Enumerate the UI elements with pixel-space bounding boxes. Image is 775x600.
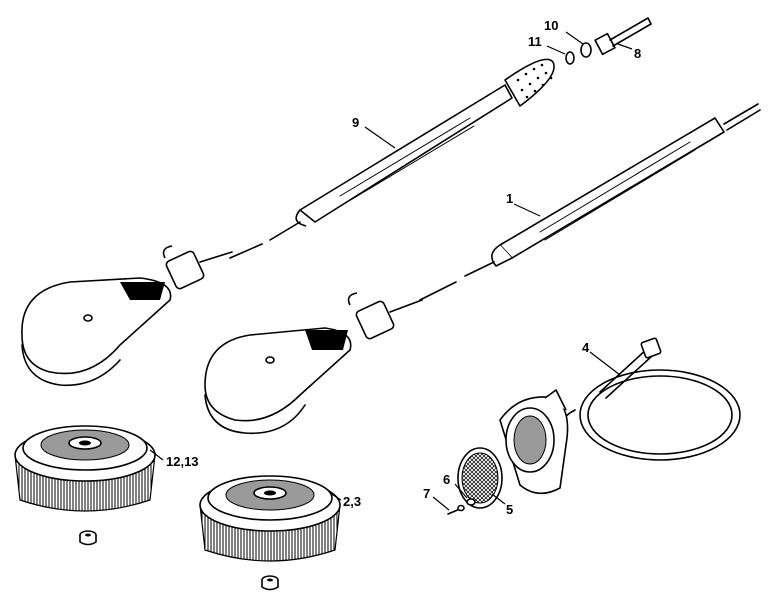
callout-7: 7 (423, 486, 430, 501)
callout-4: 4 (582, 340, 590, 355)
callout-8: 8 (634, 46, 641, 61)
nut-center (261, 575, 279, 591)
screw-part-7 (447, 504, 465, 515)
grip-dots (516, 63, 553, 99)
washer-part-11 (565, 51, 575, 65)
brush-part-12-13 (14, 425, 156, 512)
oring-part-10 (580, 42, 592, 58)
brush-part-2-3 (199, 475, 341, 562)
brush-head-housing-left (21, 245, 233, 387)
callout-12-13: 12,13 (166, 454, 199, 469)
brush-head-housing-center (204, 292, 423, 435)
washer-part-6 (466, 498, 476, 506)
holder-part-5 (499, 389, 569, 495)
hose-part-4 (558, 337, 741, 461)
lance-part-9 (229, 58, 555, 259)
callout-11: 11 (528, 34, 542, 49)
connector-part-8 (594, 17, 652, 56)
callout-6: 6 (443, 472, 450, 487)
callout-1: 1 (506, 191, 513, 206)
callout-2-3: 2,3 (343, 494, 361, 509)
callout-10: 10 (544, 18, 558, 33)
nut-left (79, 530, 97, 546)
callout-5: 5 (506, 502, 513, 517)
filter-screen (457, 447, 503, 509)
callout-9: 9 (352, 115, 359, 130)
leader-lines (149, 31, 633, 511)
lance-part-1 (419, 103, 761, 301)
